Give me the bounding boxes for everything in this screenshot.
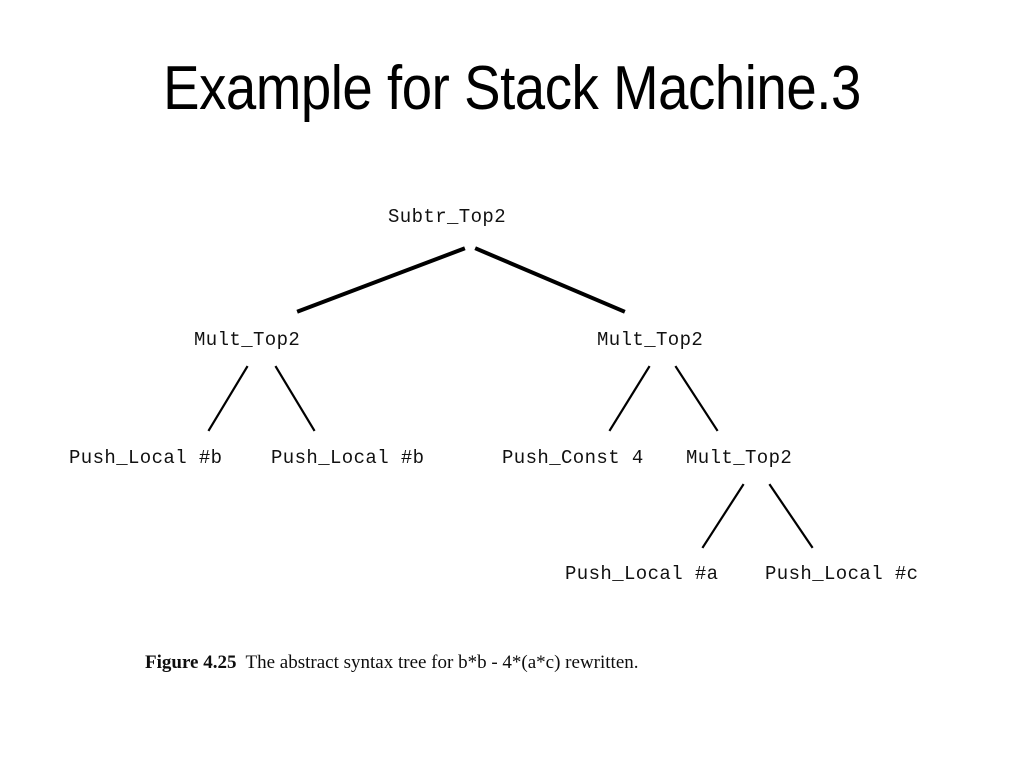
edge-mult-left-to-push-b1 xyxy=(207,365,249,432)
edge-mult-right-to-push-const xyxy=(608,365,651,432)
tree-node-push-local-b2: Push_Local #b xyxy=(271,447,425,469)
tree-node-push-const-4: Push_Const 4 xyxy=(502,447,644,469)
tree-node-push-local-c: Push_Local #c xyxy=(765,563,919,585)
figure-caption-text: The abstract syntax tree for b*b - 4*(a*… xyxy=(245,652,639,673)
tree-node-mult-right: Mult_Top2 xyxy=(597,329,704,351)
edge-mult-inner-to-push-c xyxy=(768,483,814,549)
edge-mult-left-to-push-b2 xyxy=(274,365,316,432)
edge-mult-right-to-mult-inner xyxy=(674,365,719,432)
edge-mult-inner-to-push-a xyxy=(701,483,745,549)
edge-root-to-mult-right xyxy=(474,246,626,314)
tree-node-push-local-b1: Push_Local #b xyxy=(69,447,223,469)
figure-caption: Figure 4.25 The abstract syntax tree for … xyxy=(145,651,905,675)
page-title: Example for Stack Machine.3 xyxy=(163,54,861,123)
tree-node-push-local-a: Push_Local #a xyxy=(565,563,719,585)
tree-node-root: Subtr_Top2 xyxy=(388,206,507,228)
tree-node-mult-inner: Mult_Top2 xyxy=(686,447,793,469)
tree-node-mult-left: Mult_Top2 xyxy=(194,329,301,351)
figure-caption-label: Figure 4.25 xyxy=(145,652,237,673)
edge-root-to-mult-left xyxy=(296,246,466,314)
